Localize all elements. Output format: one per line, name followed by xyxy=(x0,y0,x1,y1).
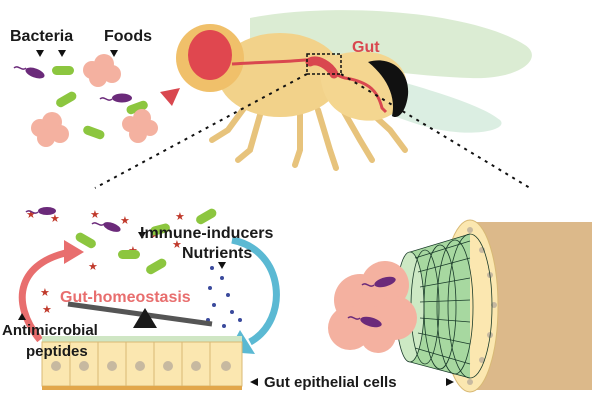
svg-text:★: ★ xyxy=(50,212,60,225)
cell-nuclei xyxy=(51,361,231,371)
label-peptides: peptides xyxy=(26,343,88,360)
svg-text:★: ★ xyxy=(88,260,98,273)
pointer-arrow xyxy=(160,88,180,106)
bacterium-green xyxy=(56,91,77,108)
bacterium-green xyxy=(52,66,74,75)
balance-fulcrum xyxy=(133,308,157,328)
bacterium-green xyxy=(83,125,105,140)
bacteria-pointer-2 xyxy=(58,50,66,57)
cycle-arrow-red xyxy=(18,248,71,343)
label-gut: Gut xyxy=(352,39,380,56)
gut-bacteria-purple xyxy=(25,207,121,232)
antimicrobial-pointer xyxy=(18,313,26,320)
label-nutrients: Nutrients xyxy=(182,245,253,262)
fly-wing xyxy=(250,10,532,79)
zoom-line-left xyxy=(94,73,308,189)
svg-text:★: ★ xyxy=(26,208,36,221)
fly-gut-bulge xyxy=(305,56,339,79)
balance-beam xyxy=(67,301,213,327)
zoom-line-right xyxy=(340,73,531,189)
svg-text:★: ★ xyxy=(40,286,50,299)
nutrients-dots xyxy=(206,266,242,328)
epithelial-pointer-left xyxy=(250,378,258,386)
fly-legs xyxy=(209,95,408,171)
fruit-fly xyxy=(160,10,532,171)
food-particle xyxy=(31,112,69,147)
bacteria-pointer-1 xyxy=(36,50,44,57)
gut-bacteria-green xyxy=(75,208,217,275)
svg-text:★: ★ xyxy=(90,208,100,221)
cycle-arrow-blue xyxy=(231,236,280,346)
fly-eye xyxy=(188,30,232,80)
label-gut-epithelial-cells: Gut epithelial cells xyxy=(264,374,397,391)
cycle-arrow-red-head xyxy=(64,240,84,264)
label-foods: Foods xyxy=(104,28,152,45)
gut-zoom-box xyxy=(306,53,342,75)
epithelial-cells xyxy=(69,342,211,386)
bacterium-purple xyxy=(99,93,132,103)
bacterium-purple xyxy=(13,66,45,79)
svg-text:★: ★ xyxy=(120,214,130,227)
nutrients-pointer xyxy=(218,262,226,269)
foods-pointer xyxy=(110,50,118,57)
svg-text:★: ★ xyxy=(175,210,185,223)
fly-abdomen-tip xyxy=(368,60,409,118)
label-gut-homeostasis: Gut-homeostasis xyxy=(60,289,191,306)
food-particle xyxy=(122,109,158,143)
svg-text:★: ★ xyxy=(172,238,182,251)
fly-thorax xyxy=(218,33,342,117)
label-bacteria: Bacteria xyxy=(10,28,74,45)
food-particle xyxy=(83,54,121,87)
bacterium-green xyxy=(126,100,148,115)
label-immune-inducers: Immune-inducers xyxy=(140,225,274,242)
epithelium-fringe xyxy=(42,336,242,342)
label-antimicrobial: Antimicrobial xyxy=(2,322,98,339)
homeostasis-panel: ★★★ ★★★ ★★★ ★★ xyxy=(18,207,454,390)
gut-tube xyxy=(328,219,592,393)
tube-rim-cells xyxy=(467,227,497,385)
svg-text:★: ★ xyxy=(42,303,52,316)
immune-inducers-pointer xyxy=(138,232,146,239)
top-bacteria-foods xyxy=(13,50,158,147)
tube-bacteria-purple xyxy=(347,276,396,328)
epithelial-pointer-right xyxy=(446,378,454,386)
